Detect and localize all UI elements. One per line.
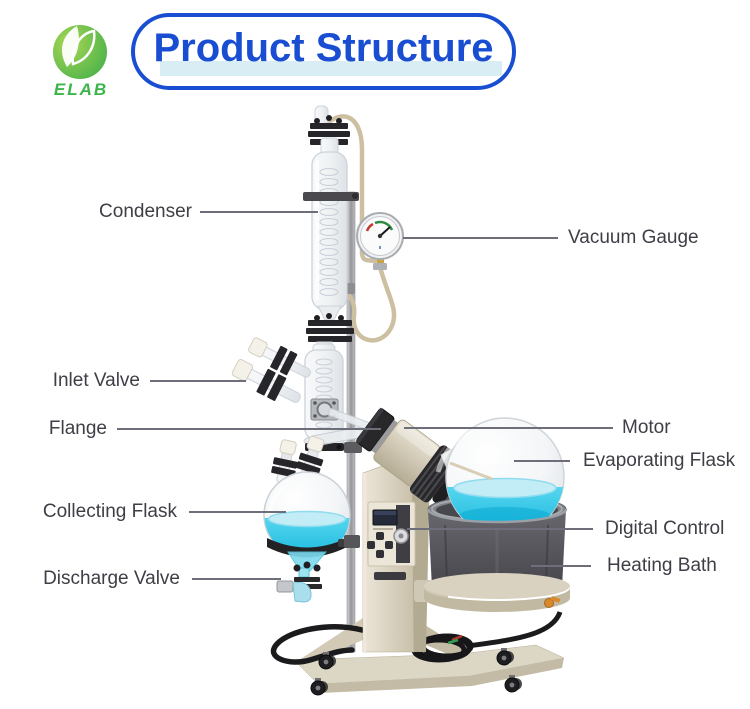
label-condenser: Condenser bbox=[99, 201, 192, 222]
title-pill bbox=[131, 13, 516, 90]
label-heating-bath: Heating Bath bbox=[607, 555, 717, 576]
label-motor: Motor bbox=[622, 417, 671, 438]
label-discharge-valve: Discharge Valve bbox=[43, 568, 180, 589]
label-flange: Flange bbox=[48, 418, 107, 439]
vacuum-gauge-part bbox=[356, 212, 404, 270]
page-title: Product Structure bbox=[153, 26, 494, 70]
heating-bath-part bbox=[414, 508, 570, 612]
inlet-vessel-part bbox=[231, 337, 381, 453]
leader-line-heating-bath bbox=[531, 565, 591, 567]
label-collecting-flask: Collecting Flask bbox=[42, 501, 177, 522]
label-inlet-valve: Inlet Valve bbox=[52, 370, 140, 391]
leader-line-collecting-flask bbox=[189, 511, 286, 513]
brand-name: ELAB bbox=[53, 80, 109, 99]
condenser-part bbox=[303, 105, 359, 342]
label-evaporating-flask: Evaporating Flask bbox=[583, 450, 736, 471]
leader-line-flange bbox=[117, 428, 381, 430]
collecting-flask-fittings bbox=[271, 435, 325, 484]
elab-leaf-logo bbox=[53, 25, 107, 79]
leader-line-digital-control bbox=[407, 528, 593, 530]
digital-control-panel bbox=[367, 501, 416, 580]
leader-line-inlet-valve bbox=[150, 380, 246, 382]
label-vacuum-gauge: Vacuum Gauge bbox=[568, 227, 699, 248]
leader-line-motor bbox=[404, 427, 613, 429]
leader-line-condenser bbox=[200, 211, 318, 213]
label-digital-control: Digital Control bbox=[605, 518, 725, 539]
title-highlight bbox=[160, 61, 502, 76]
leader-line-discharge-valve bbox=[192, 578, 281, 580]
collecting-flask-part bbox=[263, 471, 360, 603]
leader-line-evaporating-flask bbox=[514, 460, 570, 462]
leader-line-vacuum-gauge bbox=[403, 237, 558, 239]
casters bbox=[310, 648, 522, 696]
